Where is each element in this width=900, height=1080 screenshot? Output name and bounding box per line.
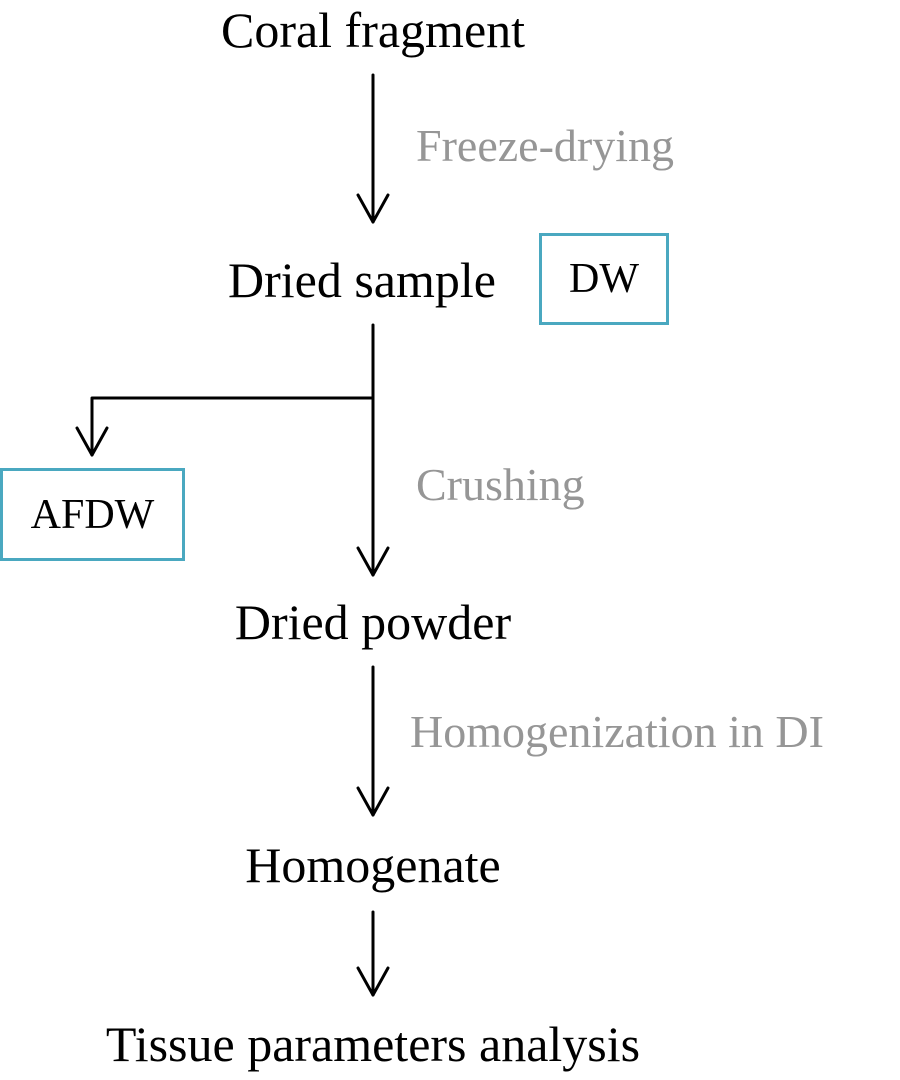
box-afdw: AFDW [0,468,185,561]
arrow-branch-afdw [75,396,375,457]
arrow-homogenization [356,665,390,817]
arrow-analysis [356,910,390,997]
box-dw: DW [539,233,669,325]
step-freeze-drying: Freeze-drying [416,120,674,171]
node-dried-sample-label: Dried sample [228,252,496,308]
node-dried-powder: Dried powder [234,594,512,650]
step-crushing: Crushing [416,459,585,510]
node-coral-fragment: Coral fragment [220,2,526,58]
node-homogenate: Homogenate [245,837,501,893]
step-homogenization: Homogenization in DI [410,706,824,757]
arrow-freeze-drying [356,73,390,224]
node-tissue-analysis: Tissue parameters analysis [105,1016,641,1072]
arrow-crushing [356,323,390,577]
